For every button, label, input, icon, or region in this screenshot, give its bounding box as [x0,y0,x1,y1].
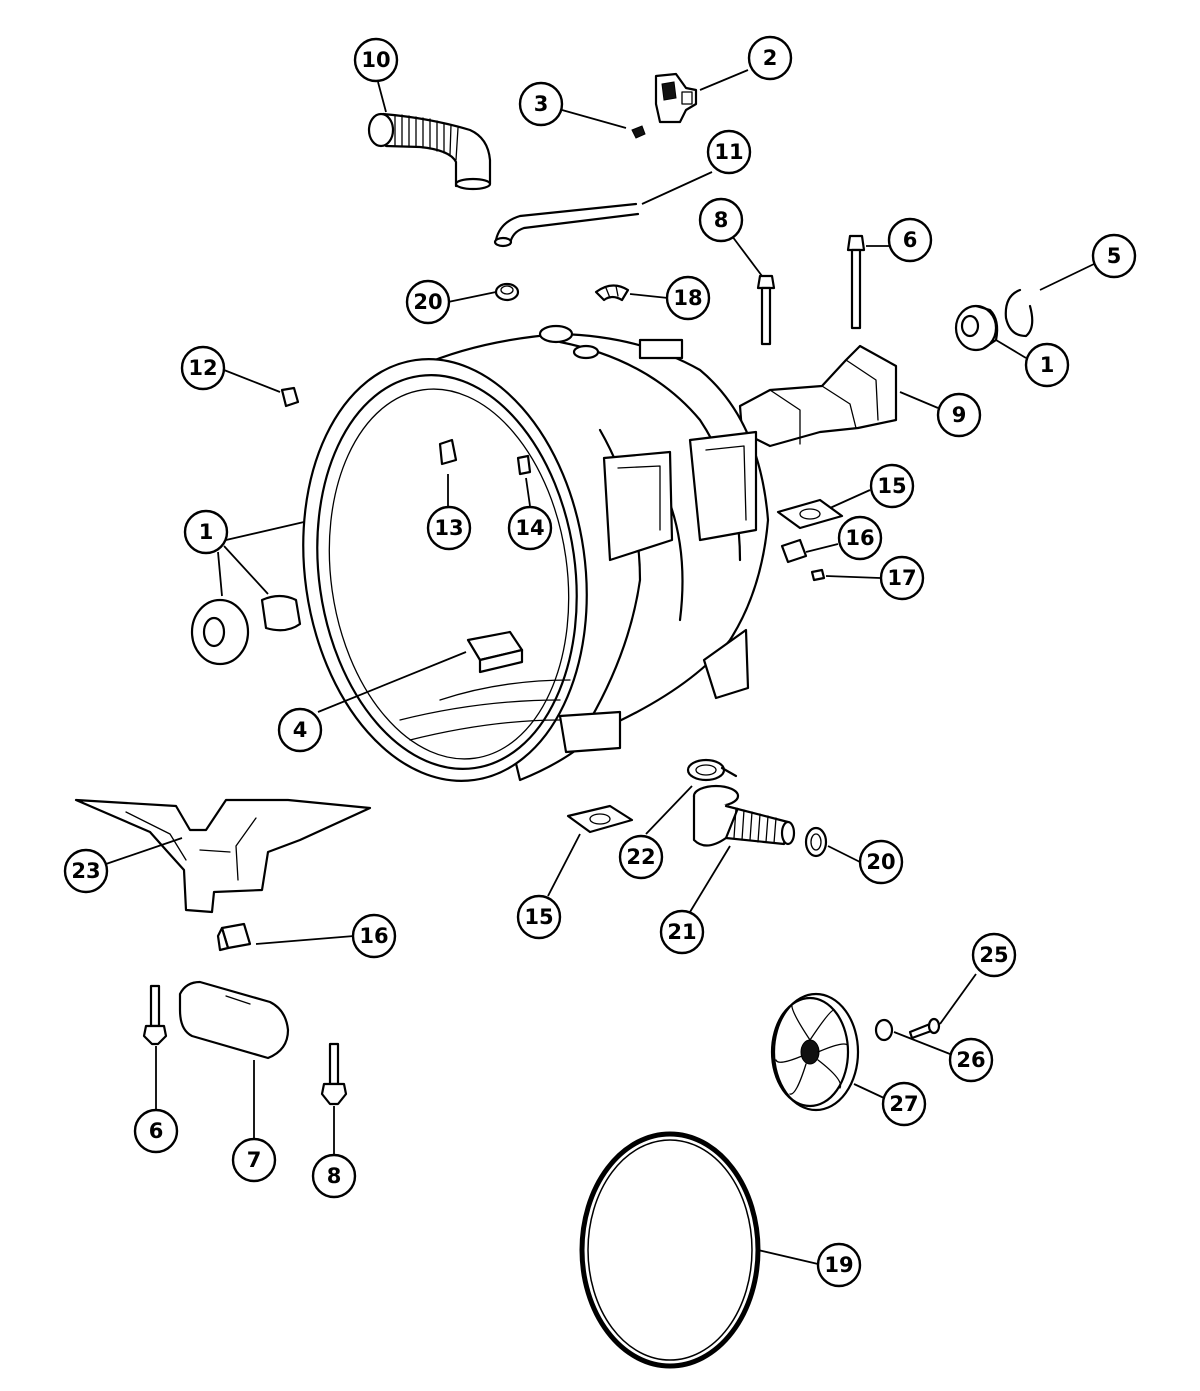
callout-21: 21 [659,909,705,955]
part-7-weight [178,980,290,1060]
callout-20-top: 20 [405,279,451,325]
svg-text:26: 26 [956,1048,985,1072]
svg-text:23: 23 [71,859,100,883]
callout-8-top: 8 [698,197,744,243]
part-17-screw [810,568,826,582]
part-8-bolt-top [756,274,776,346]
svg-text:5: 5 [1107,244,1122,268]
callout-13: 13 [426,505,472,551]
callout-25: 25 [971,932,1017,978]
part-19-belt [579,1131,761,1369]
part-6-bolt-top [846,234,866,330]
callout-3: 3 [518,81,564,127]
svg-text:6: 6 [903,228,918,252]
svg-text:27: 27 [889,1092,918,1116]
callout-22: 22 [618,834,664,880]
callout-12: 12 [180,345,226,391]
part-6-bolt-lower [142,984,168,1046]
svg-text:17: 17 [887,566,916,590]
callout-5: 5 [1091,233,1137,279]
part-20-clamp-top [494,282,520,302]
callout-8-lower: 8 [311,1153,357,1199]
callout-16-right: 16 [837,515,883,561]
part-25-screw [908,1017,941,1040]
callout-27: 27 [881,1081,927,1127]
callout-14: 14 [507,505,553,551]
callout-7: 7 [231,1137,277,1183]
callout-23: 23 [63,848,109,894]
part-22-clamp [686,758,738,782]
tub-assembly [302,324,770,782]
svg-text:2: 2 [763,46,778,70]
svg-text:25: 25 [979,943,1008,967]
part-23-support [74,798,372,914]
part-1-bearing-left [190,594,302,666]
svg-text:13: 13 [434,516,463,540]
callout-15-right: 15 [869,463,915,509]
part-26-washer [874,1018,894,1042]
callout-1-left: 1 [183,509,229,555]
svg-text:8: 8 [714,208,729,232]
callout-18: 18 [665,275,711,321]
part-15-pad-right [776,498,844,530]
part-27-pulley [770,992,860,1112]
callout-6-top: 6 [887,217,933,263]
part-2-switch [654,72,698,124]
part-8-bolt-lower [320,1042,348,1106]
part-21-sump-hose [692,784,796,847]
svg-text:4: 4 [293,718,308,742]
part-9-weight [738,344,898,448]
callout-20-lower: 20 [858,839,904,885]
part-3-screw [631,125,646,139]
svg-text:16: 16 [845,526,874,550]
callout-15-lower: 15 [516,894,562,940]
svg-text:12: 12 [188,356,217,380]
svg-text:14: 14 [515,516,544,540]
part-5-ring [1004,288,1034,338]
part-11-tube [493,202,640,248]
part-20-clamp-lower [804,826,828,858]
svg-text:8: 8 [327,1164,342,1188]
svg-text:1: 1 [1040,353,1055,377]
part-15-pad-lower [566,804,634,834]
part-1-bearing-right [954,304,999,352]
svg-text:22: 22 [626,845,655,869]
svg-text:6: 6 [149,1119,164,1143]
callout-16-lower: 16 [351,913,397,959]
svg-text:9: 9 [952,403,967,427]
svg-text:20: 20 [413,290,442,314]
svg-text:10: 10 [361,48,390,72]
part-16-block-right [780,538,808,564]
part-10-hose [367,112,492,191]
callout-19: 19 [816,1242,862,1288]
svg-text:19: 19 [824,1253,853,1277]
part-12-clip [280,386,300,408]
callout-6-lower: 6 [133,1108,179,1154]
callout-4: 4 [277,707,323,753]
callout-11: 11 [706,129,752,175]
leader-lines [105,69,1095,1265]
callouts: 10 2 3 11 8 6 5 1 20 18 12 9 15 16 17 1 … [63,35,1137,1288]
svg-text:1: 1 [199,520,214,544]
svg-text:16: 16 [359,924,388,948]
callout-9: 9 [936,392,982,438]
callout-2: 2 [747,35,793,81]
callout-1-right: 1 [1024,342,1070,388]
svg-text:15: 15 [877,474,906,498]
svg-text:21: 21 [667,920,696,944]
callout-26: 26 [948,1037,994,1083]
callout-10: 10 [353,37,399,83]
part-16-block-lower [216,922,252,952]
part-18-clip [594,284,630,302]
svg-text:11: 11 [714,140,743,164]
svg-text:15: 15 [524,905,553,929]
svg-text:3: 3 [534,92,549,116]
svg-text:7: 7 [247,1148,262,1172]
callout-17: 17 [879,555,925,601]
svg-text:20: 20 [866,850,895,874]
svg-text:18: 18 [673,286,702,310]
